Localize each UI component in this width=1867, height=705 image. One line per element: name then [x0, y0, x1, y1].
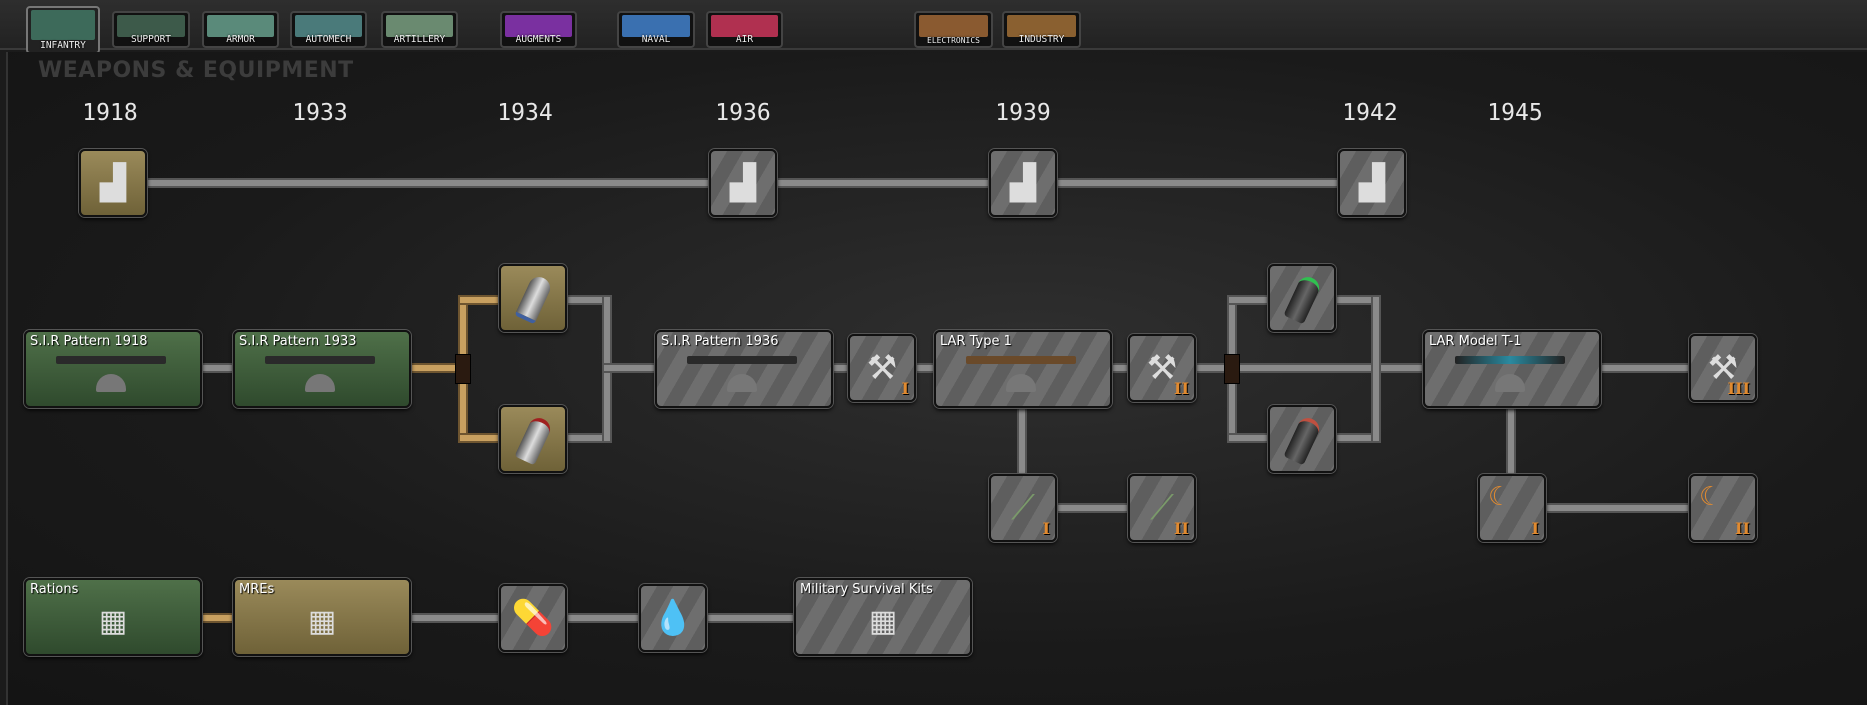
tech-night-sniper-2[interactable]: ☾II	[1689, 474, 1757, 542]
year-label: 1933	[292, 100, 348, 126]
year-label: 1942	[1342, 100, 1398, 126]
tech-medicine[interactable]: 💊	[499, 584, 567, 652]
connector	[1227, 433, 1271, 443]
rifle-icon	[265, 356, 375, 364]
tab-image	[31, 10, 95, 40]
shovel-icon: ⚒	[866, 348, 898, 388]
helmet-icon	[1006, 374, 1036, 392]
water-drop-icon: 💧	[651, 598, 695, 638]
shell-icon	[514, 273, 554, 325]
year-label: 1934	[497, 100, 553, 126]
tech-ammo-advanced-2[interactable]	[1268, 405, 1336, 473]
tab-naval[interactable]: NAVAL	[617, 11, 695, 48]
rifle-icon	[687, 356, 797, 364]
tab-support[interactable]: SUPPORT	[112, 11, 190, 48]
supply-crate-icon: ▦	[307, 604, 337, 639]
tech-sir-pattern-1918[interactable]: S.I.R Pattern 1918	[24, 330, 202, 408]
tech-entrenching-tools-2[interactable]: ⚒II	[1128, 334, 1196, 402]
tech-support-weapons-1[interactable]: ▟	[79, 149, 147, 217]
connector	[458, 295, 502, 305]
tab-electronics[interactable]: ELECTRONICS	[914, 11, 993, 48]
tab-image	[711, 15, 778, 37]
rocket-launcher-icon: ⟋	[1150, 488, 1174, 528]
tab-image	[1007, 15, 1076, 37]
tech-lar-type-1[interactable]: LAR Type 1	[934, 330, 1112, 408]
tab-air[interactable]: AIR	[706, 11, 783, 48]
connector	[410, 363, 460, 373]
pill-bottle-icon: 💊	[511, 598, 555, 638]
exclusive-choice-marker	[1224, 354, 1240, 384]
tech-entrenching-tools-1[interactable]: ⚒I	[848, 334, 916, 402]
shovel-icon: ⚒	[1707, 348, 1739, 388]
rifle-icon	[1455, 356, 1565, 364]
rifle-icon	[56, 356, 166, 364]
tech-rocket-launcher-1[interactable]: ⟋I	[989, 474, 1057, 542]
tech-lar-model-t1[interactable]: LAR Model T-1	[1423, 330, 1601, 408]
connector	[1227, 295, 1271, 305]
tab-image	[919, 15, 988, 37]
page-title: WEAPONS & EQUIPMENT	[38, 58, 354, 83]
survival-kit-icon: ▦	[868, 604, 898, 639]
helmet-icon	[727, 374, 757, 392]
tech-support-weapons-4[interactable]: ▟	[1338, 149, 1406, 217]
tech-support-weapons-2[interactable]: ▟	[709, 149, 777, 217]
supply-crate-icon: ▦	[98, 604, 128, 639]
helmet-icon	[305, 374, 335, 392]
tech-support-weapons-3[interactable]: ▟	[989, 149, 1057, 217]
tech-ammo-he[interactable]	[499, 405, 567, 473]
tab-automech[interactable]: AUTOMECH	[290, 11, 367, 48]
tech-entrenching-tools-3[interactable]: ⚒III	[1689, 334, 1757, 402]
connector	[410, 613, 800, 623]
shovel-icon: ⚒	[1146, 348, 1178, 388]
rifle-icon	[966, 356, 1076, 364]
machine-gun-icon: ▟	[1009, 163, 1037, 203]
machine-gun-icon: ▟	[1358, 163, 1386, 203]
connector	[1371, 295, 1381, 443]
category-tab-bar: INFANTRY SUPPORT ARMOR AUTOMECH ARTILLER…	[0, 0, 1867, 54]
tab-artillery[interactable]: ARTILLERY	[381, 11, 458, 48]
tab-image	[622, 15, 690, 37]
tab-image	[207, 15, 274, 37]
connector	[1540, 503, 1692, 513]
helmet-icon	[96, 374, 126, 392]
tab-armor[interactable]: ARMOR	[202, 11, 279, 48]
tab-image	[505, 15, 572, 37]
tech-rocket-launcher-2[interactable]: ⟋II	[1128, 474, 1196, 542]
connector	[200, 363, 236, 373]
connector	[458, 433, 502, 443]
year-label: 1936	[715, 100, 771, 126]
connector	[1050, 503, 1132, 513]
machine-gun-icon: ▟	[729, 163, 757, 203]
tech-ammo-advanced-1[interactable]	[1268, 264, 1336, 332]
tab-image	[117, 15, 185, 37]
shell-icon	[1283, 414, 1323, 466]
tab-augments[interactable]: AUGMENTS	[500, 11, 577, 48]
tab-image	[295, 15, 362, 37]
year-label: 1945	[1487, 100, 1543, 126]
year-label: 1939	[995, 100, 1051, 126]
tab-industry[interactable]: INDUSTRY	[1002, 11, 1081, 48]
moon-sniper-icon: ☾	[1488, 482, 1512, 512]
tech-rations[interactable]: Rations▦	[24, 578, 202, 656]
tech-sir-pattern-1936[interactable]: S.I.R Pattern 1936	[655, 330, 833, 408]
year-label: 1918	[82, 100, 138, 126]
tech-night-sniper-1[interactable]: ☾I	[1478, 474, 1546, 542]
connector	[200, 613, 236, 623]
tech-military-survival-kits[interactable]: Military Survival Kits▦	[794, 578, 972, 656]
shell-icon	[514, 414, 554, 466]
exclusive-choice-marker	[455, 354, 471, 384]
machine-gun-icon: ▟	[99, 163, 127, 203]
tab-image	[386, 15, 453, 37]
tech-ammo-ap[interactable]	[499, 264, 567, 332]
rocket-launcher-icon: ⟋	[1011, 488, 1035, 528]
tab-infantry[interactable]: INFANTRY	[26, 6, 100, 54]
helmet-icon	[1495, 374, 1525, 392]
tech-sir-pattern-1933[interactable]: S.I.R Pattern 1933	[233, 330, 411, 408]
tech-medical-drops[interactable]: 💧	[639, 584, 707, 652]
shell-icon	[1283, 273, 1323, 325]
tech-mres[interactable]: MREs▦	[233, 578, 411, 656]
moon-sniper-icon: ☾	[1699, 482, 1723, 512]
